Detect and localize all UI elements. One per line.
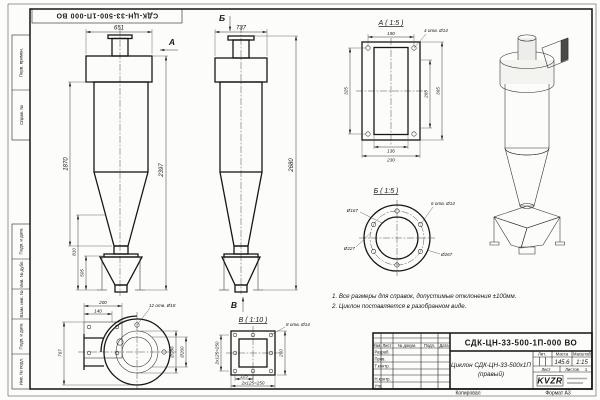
front-view: 651 1870 810 505 2397 А — [64, 26, 178, 296]
dim-volute-inner: Ø200 — [180, 346, 185, 359]
dim-front-body: 1870 — [64, 157, 70, 171]
side-cylinder — [219, 81, 263, 173]
mass-value: 145.6 — [554, 360, 570, 366]
front-scroll — [85, 55, 153, 83]
view-v-note: 8 отв. Ø14 — [286, 322, 310, 327]
row-razrab: Разраб. — [375, 350, 390, 355]
view-a-title: А ( 1:5 ) — [378, 20, 404, 27]
dim-a-top: 190 — [387, 31, 395, 36]
iso-outlet-pipe — [517, 34, 537, 42]
dim-v-bottom: 2х125=250 — [241, 381, 265, 386]
side-view: 737 2680 Б В — [214, 13, 298, 312]
top-stamp: СДК-ЦН-33-500-1П-000 ВО — [31, 8, 183, 24]
dim-v-left: 2х125=250 — [215, 341, 220, 365]
iso-inlet — [541, 37, 569, 69]
view-b-note: 6 отв. Ø14 — [431, 201, 455, 206]
dia-bolt: Ø227 — [343, 246, 356, 251]
note-line-2: 2. Циклон поставляется в разобранном вид… — [331, 303, 466, 310]
dim-front-hopper: 810 — [72, 248, 77, 256]
dim-front-width: 651 — [114, 26, 124, 32]
part-name: Циклон СДК-ЦН-33-500х1П — [451, 362, 531, 369]
col-podp: Подп. — [424, 343, 435, 348]
dim-a-right1: 265 — [424, 90, 429, 99]
row-tkontr: Т.контр. — [375, 364, 390, 369]
dia-inner: Ø167 — [346, 208, 359, 213]
dim-volute-left: 767 — [58, 349, 63, 357]
format-label: Формат А3 — [545, 391, 570, 397]
view-v-title: В ( 1:10 ) — [239, 317, 268, 324]
strip-label: Подп. и дата — [19, 323, 24, 349]
lit-label: Лит. — [538, 352, 546, 357]
front-hopper — [98, 256, 144, 286]
col-dokum: № докум. — [398, 343, 416, 348]
dia-outer: Ø267 — [440, 252, 453, 257]
view-b: Б ( 1:5 ) 6 отв. Ø14 Ø167 Ø227 Ø267 — [343, 188, 455, 276]
row-prov: Пров. — [375, 357, 386, 362]
dim-a-bottom1: 136 — [387, 149, 395, 154]
dim-v-bottom-small: 125 — [240, 374, 248, 379]
dim-v-right: 260 — [279, 349, 284, 358]
dim-side-total: 2680 — [289, 158, 295, 173]
strip-label: Инв. № подл. — [19, 358, 24, 385]
company-logo: KVZR — [537, 376, 563, 386]
view-a: А ( 1:5 ) 4 отв. Ø14 190 325 265 365 136 — [344, 20, 449, 163]
left-strip: Перв. примен. Справ. № Подп. и дата Инв.… — [11, 34, 31, 390]
dim-volute-outer: Ø286 — [170, 346, 175, 359]
note-line-1: 1. Все размеры для справок, допустимые о… — [332, 293, 517, 300]
view-b-title: Б ( 1:5 ) — [374, 188, 399, 195]
sheets-value: 1 — [585, 367, 588, 372]
mass-label: Масса — [556, 352, 569, 357]
inner-frame — [29, 8, 593, 390]
view-a-note: 4 отв. Ø14 — [424, 28, 448, 33]
view-v: В ( 1:10 ) 8 отв. Ø14 2х125=250 125 2х12… — [215, 317, 310, 388]
notes: 1. Все размеры для справок, допустимые о… — [331, 293, 517, 310]
volute-flange — [83, 321, 123, 359]
dim-volute-top1: 200 — [98, 300, 107, 305]
strip-label: Перв. примен. — [19, 48, 24, 77]
front-cylinder — [93, 81, 149, 173]
row-utv: Утв. — [375, 384, 383, 389]
view-arrow-v: В — [231, 300, 237, 310]
sheet-label: Лист — [541, 367, 550, 372]
view-arrow-a: А — [168, 37, 175, 47]
dim-front-total: 2397 — [159, 163, 165, 178]
dim-a-bottom2: 230 — [386, 158, 395, 163]
iso-hopper-flange — [493, 205, 561, 229]
part-name-2: (правый) — [478, 370, 504, 378]
copied-label: Копировал — [455, 391, 480, 397]
strip-label: Подп. и дата — [19, 228, 24, 254]
dim-side-width: 737 — [236, 26, 247, 32]
title-block: Изм. Лист № докум. Подп. Дата Разраб. Пр… — [372, 332, 593, 390]
scale-label: Масштаб — [573, 352, 592, 357]
isometric-view — [489, 34, 569, 255]
dim-a-right2: 365 — [436, 87, 441, 95]
strip-label: Справ. № — [19, 105, 24, 125]
dim-volute-top2: 140 — [94, 309, 102, 314]
strip-label: Инв. № дубл. — [19, 260, 24, 287]
volute-note: 12 отв. Ø18 — [149, 303, 176, 308]
scale-value: 1:15 — [576, 360, 588, 366]
strip-label: Взам. инв. № — [19, 290, 24, 317]
view-arrow-b: Б — [219, 13, 225, 23]
dim-a-left: 325 — [344, 87, 349, 95]
dim-front-outlet: 505 — [80, 269, 85, 277]
volute-view: 200 140 12 отв. Ø18 767 Ø286 Ø200 — [58, 300, 188, 390]
col-izm: Изм. — [373, 343, 382, 348]
outer-border — [7, 3, 597, 397]
titleblock-drawing-number: СДК-ЦН-33-500-1П-000 ВО — [465, 339, 578, 348]
stamp-drawing-number: СДК-ЦН-33-500-1П-000 ВО — [56, 12, 158, 19]
sheets-label: Листов — [565, 367, 579, 372]
col-data: Дата — [439, 343, 449, 348]
iso-inlet-opening — [560, 37, 569, 63]
row-nkontr: Н.контр. — [375, 377, 391, 382]
col-list: Лист — [382, 343, 391, 348]
